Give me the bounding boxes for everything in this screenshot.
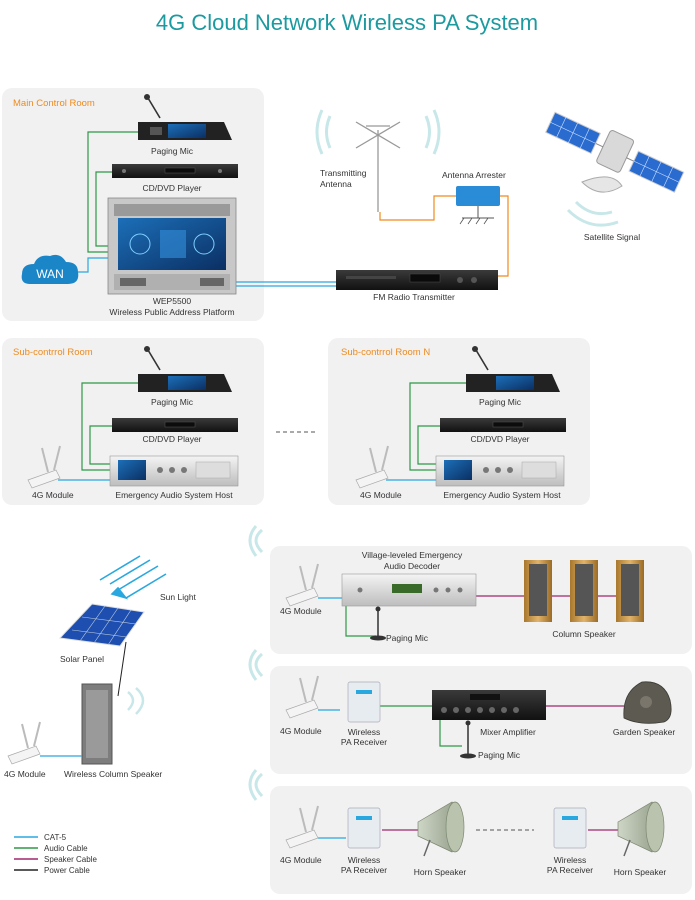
horn-receiver1-label: Wireless [348,855,381,865]
subn-host-label: Emergency Audio System Host [443,490,561,500]
main-room-cables [60,131,509,287]
satellite-icon [545,111,685,227]
sub-room-cables [58,382,138,481]
subn-cd-player-label: CD/DVD Player [470,434,529,444]
sub-room-n-label: Sub-contrrol Room N [341,347,430,358]
legend-speaker-label: Speaker Cable [44,855,97,864]
village-paging-mic-label: Paging Mic [386,633,429,643]
wan-cloud-icon: WAN [21,254,79,284]
wireless-receiver-icon [553,807,587,849]
legend: CAT-5 Audio Cable Speaker Cable Power Ca… [14,833,97,875]
horn-cables [318,829,618,839]
solar-module-label: 4G Module [4,769,46,779]
horn-module-label: 4G Module [280,855,322,865]
router-icon [285,675,319,719]
garden-receiver-label: Wireless [348,727,381,737]
antenna-arrester-icon [456,186,500,225]
fm-transmitter-label: FM Radio Transmitter [373,292,455,302]
emergency-host-icon [109,455,239,487]
garden-cables [318,705,624,747]
horn-receiver2-label: Wireless [554,855,587,865]
legend-power-label: Power Cable [44,866,90,875]
transmitting-antenna-icon [315,109,441,212]
antenna-arrester-label: Antenna Arrester [442,170,506,180]
solar-panel-label: Solar Panel [60,654,104,664]
transmitting-antenna-label: Transmitting [320,168,367,178]
audio-decoder-icon [341,573,477,607]
cd-player-icon [112,164,238,178]
solar-panel-icon [58,603,145,647]
paging-mic-icon [466,346,560,392]
sub-room-label: Sub-contrrol Room [13,347,93,358]
main-room-label: Main Control Room [13,98,95,109]
column-speaker-icon [524,560,644,622]
garden-speaker-icon [623,681,672,724]
wireless-column-speaker-icon [81,683,145,765]
platform-model-label: WEP5500 [153,296,192,306]
paging-mic-icon [370,606,386,641]
platform-name-label: Wireless Public Address Platform [109,307,234,317]
transmitting-antenna-label-2: Antenna [320,179,352,189]
router-icon [27,445,61,489]
subn-module-label: 4G Module [360,490,402,500]
horn-speaker-icon [417,801,465,857]
column-speaker-label: Column Speaker [552,629,615,639]
paging-mic-icon [138,94,232,140]
horn-receiver2-label-2: PA Receiver [547,865,593,875]
page-title: 4G Cloud Network Wireless PA System [156,10,538,35]
village-module-label: 4G Module [280,606,322,616]
decoder-label: Village-leveled Emergency [362,550,463,560]
horn2-label: Horn Speaker [614,867,667,877]
garden-module-label: 4G Module [280,726,322,736]
horn1-label: Horn Speaker [414,867,467,877]
legend-cat5-label: CAT-5 [44,833,67,842]
sun-light-label: Sun Light [160,592,197,602]
sub-room-n-cables [386,382,466,481]
garden-speaker-label: Garden Speaker [613,727,676,737]
paging-mic-icon [138,346,232,392]
mixer-amplifier-icon [432,690,546,720]
sub-host-label: Emergency Audio System Host [115,490,233,500]
wireless-column-speaker-label: Wireless Column Speaker [64,769,162,779]
garden-paging-mic-label: Paging Mic [478,750,521,760]
cd-player-icon [440,418,566,432]
sun-light-rays-icon [99,555,167,600]
sub-module-label: 4G Module [32,490,74,500]
horn-speaker-icon [617,801,665,857]
emergency-host-icon [435,455,565,487]
sub-paging-mic-label: Paging Mic [151,397,194,407]
cd-player-label: CD/DVD Player [142,183,201,193]
horn-receiver1-label-2: PA Receiver [341,865,387,875]
wan-label: WAN [36,267,64,281]
mixer-label: Mixer Amplifier [480,727,536,737]
router-icon [285,805,319,849]
sub-cd-player-label: CD/DVD Player [142,434,201,444]
garden-receiver-label-2: PA Receiver [341,737,387,747]
router-icon [285,563,319,607]
legend-audio-label: Audio Cable [44,844,88,853]
power-cable [117,641,127,697]
paging-mic-label: Paging Mic [151,146,194,156]
subn-paging-mic-label: Paging Mic [479,397,522,407]
signal-waves [248,525,264,801]
router-icon [355,445,389,489]
wireless-receiver-icon [347,681,381,723]
wep5500-platform-icon [107,197,237,295]
fm-transmitter-icon [336,270,498,290]
satellite-signal-label: Satellite Signal [584,232,640,242]
cd-player-icon [112,418,238,432]
router-icon [7,721,41,765]
decoder-label-2: Audio Decoder [384,561,440,571]
wireless-receiver-icon [347,807,381,849]
paging-mic-icon [460,720,476,759]
